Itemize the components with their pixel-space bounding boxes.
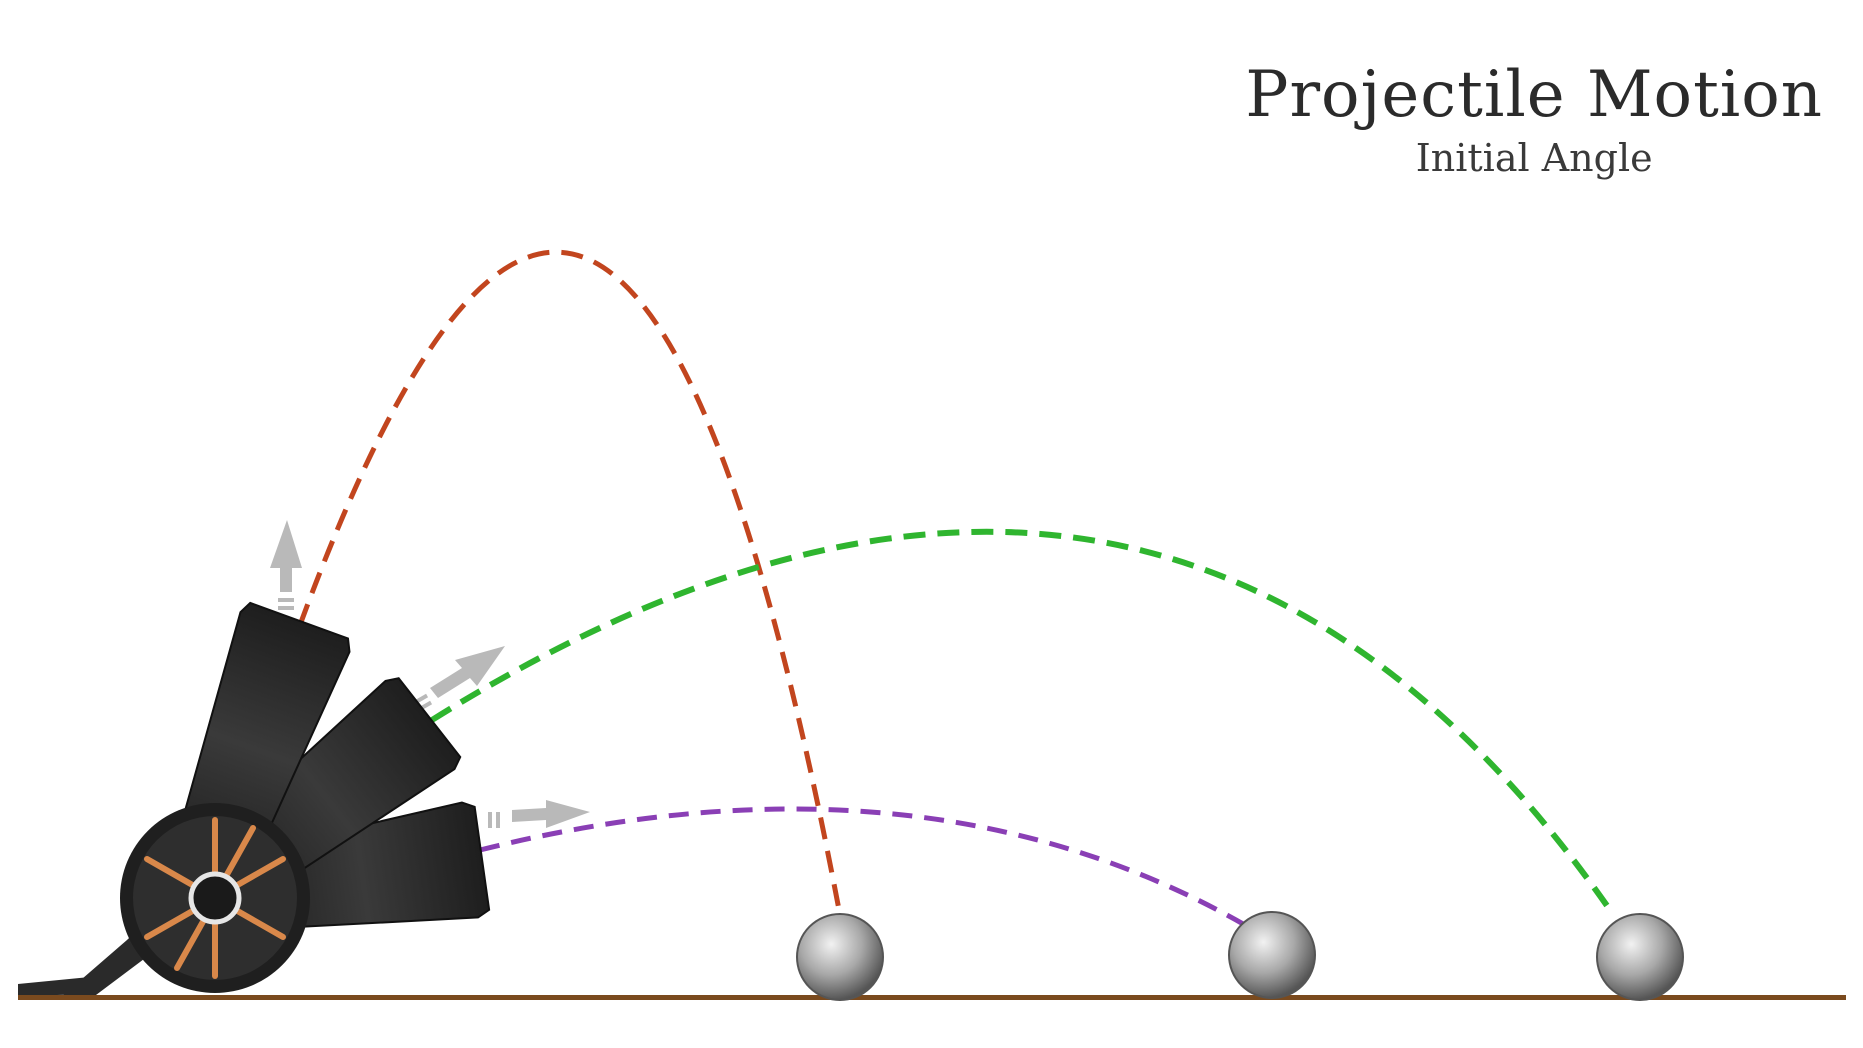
- direction-arrow-icon: [413, 646, 505, 712]
- trajectory-low-angle: [479, 806, 1247, 928]
- direction-arrow-icon: [488, 800, 590, 828]
- direction-arrow-icon: [270, 520, 302, 610]
- ground-line: [18, 995, 1846, 1000]
- cannonball-icon: [796, 913, 884, 1001]
- diagram-title: Projectile Motion: [1245, 58, 1823, 132]
- cannonball-icon: [1228, 911, 1316, 999]
- cannonball-icon: [1596, 913, 1684, 1001]
- diagram-subtitle: Initial Angle: [1415, 136, 1653, 181]
- trajectory-medium-angle: [430, 528, 1613, 912]
- cannon-wheel: [120, 803, 310, 993]
- trajectory-high-angle: [297, 249, 843, 916]
- title-block: Projectile Motion Initial Angle: [1245, 58, 1823, 181]
- cannon-icon: [18, 601, 491, 998]
